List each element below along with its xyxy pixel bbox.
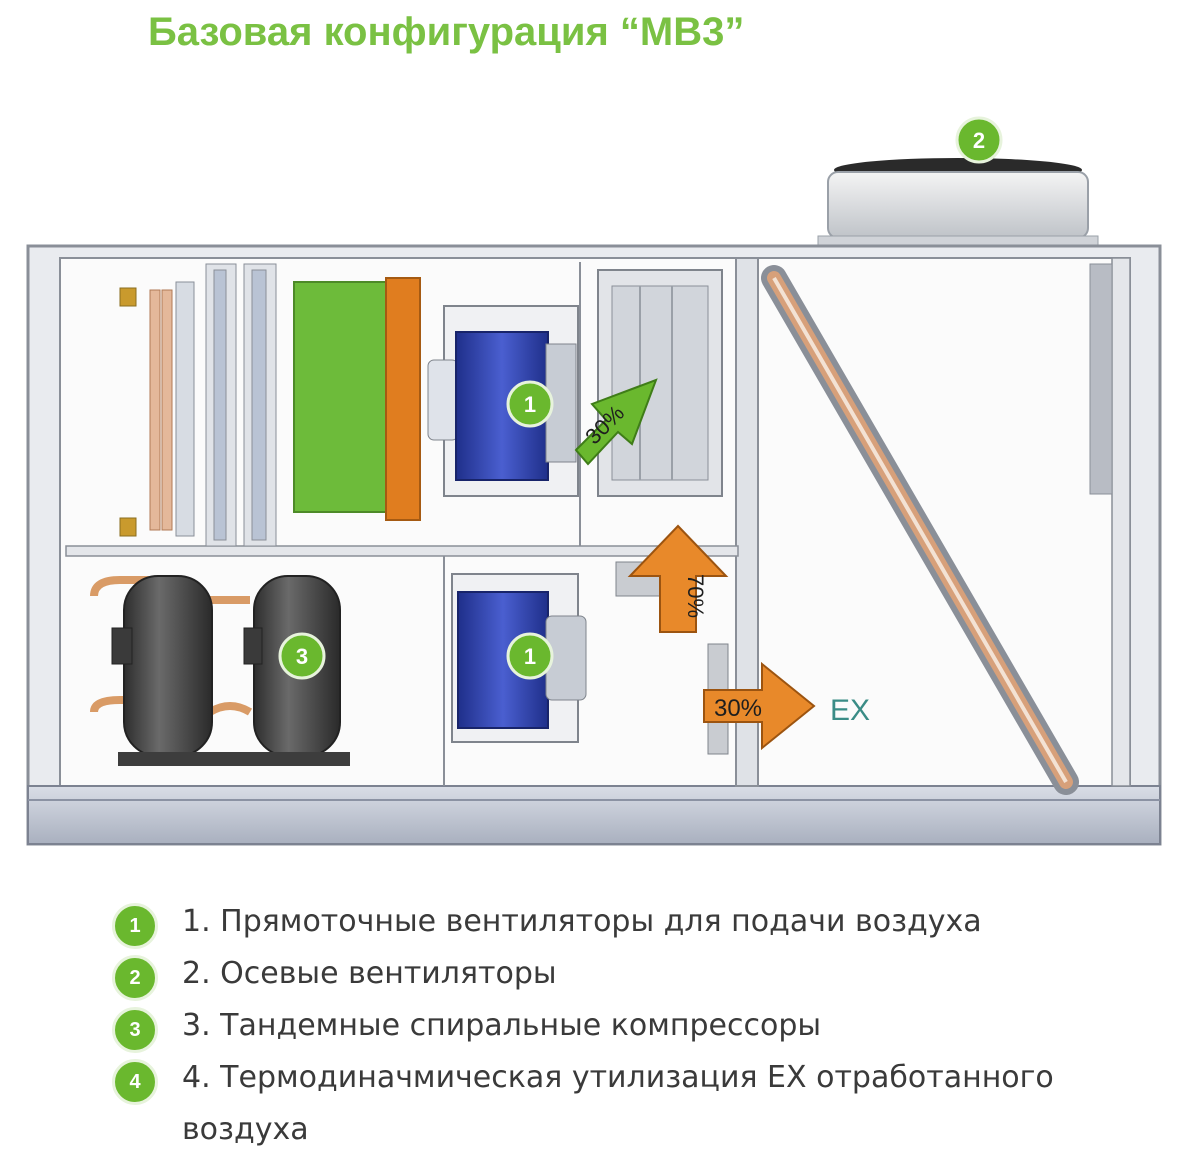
page-title: Базовая конфигурация “MB3” [148, 10, 745, 54]
legend-item: 4 4. Термодиначмическая утилизация EX от… [112, 1056, 1192, 1108]
badge-compressors-number: 3 [296, 644, 308, 669]
legend-item: 3 3. Тандемные спиральные компрессоры [112, 1004, 1192, 1056]
filter-block [293, 277, 421, 521]
badge-compressors: 3 [278, 632, 326, 680]
badge-axial-fan-number: 2 [973, 128, 985, 153]
legend-badge: 4 [112, 1059, 158, 1105]
legend-badge: 1 [112, 903, 158, 949]
legend-badge: 2 [112, 955, 158, 1001]
unit-diagram: 30% 70% 30% EX 2 1 1 3 [26, 116, 1162, 846]
badge-exhaust-fan: 1 [506, 632, 554, 680]
heat-recovery-exchanger [761, 265, 1079, 795]
heating-coil [119, 263, 277, 547]
legend-item: 1 1. Прямоточные вентиляторы для подачи … [112, 900, 1192, 952]
badge-supply-fan: 1 [506, 380, 554, 428]
legend-item: 2 2. Осевые вентиляторы [112, 952, 1192, 1004]
unit-casing [26, 244, 1162, 846]
exhaust-label: EX [830, 694, 870, 727]
legend-text: 2. Осевые вентиляторы [182, 956, 557, 991]
legend-text: 1. Прямоточные вентиляторы для подачи во… [182, 904, 982, 939]
damper [597, 269, 723, 497]
legend-text: 3. Тандемные спиральные компрессоры [182, 1008, 822, 1043]
supply-fan [427, 305, 579, 497]
legend-text: 4. Термодиначмическая утилизация EX отра… [182, 1060, 1054, 1095]
up-arrow: 70% [627, 524, 729, 633]
legend-continuation: воздуха [182, 1112, 309, 1147]
badge-exhaust-fan-number: 1 [524, 644, 536, 669]
badge-supply-fan-number: 1 [524, 392, 536, 417]
exhaust-arrow-label: 30% [714, 695, 762, 722]
axial-fan [817, 158, 1099, 249]
legend-continuation-row: воздуха [112, 1108, 1192, 1160]
legend-badge: 3 [112, 1007, 158, 1053]
legend: 1 1. Прямоточные вентиляторы для подачи … [112, 900, 1192, 1160]
up-arrow-label: 70% [683, 574, 708, 618]
exhaust-arrow: 30% [703, 661, 816, 751]
badge-axial-fan: 2 [955, 116, 1003, 164]
